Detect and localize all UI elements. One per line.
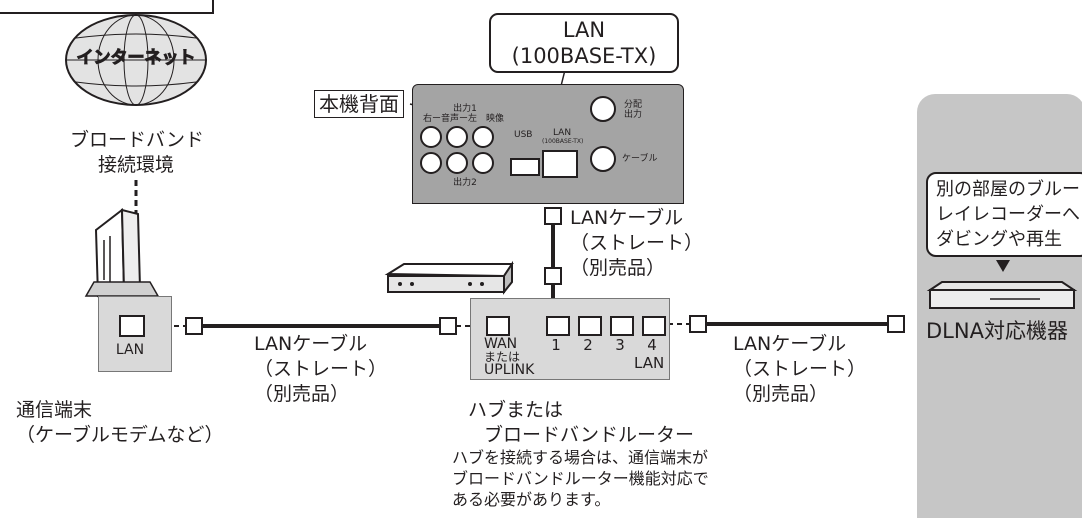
rca-jack-icon [472,152,494,174]
router-lan-label: LAN [634,354,665,372]
modem-caption: 通信端末 （ケーブルモデムなど） [16,399,224,446]
dlna-speech-bubble: 別の部屋のブルー レイレコーダーへ ダビングや再生 [926,172,1082,257]
router-device-icon [384,260,514,295]
router-port-box [470,298,670,380]
connector-icon [439,317,457,335]
router-note: ハブを接続する場合は、通信端末が ブロードバンドルーター機能対応で ある必要があ… [452,448,709,509]
cable-label-top: LANケーブル （ストレート） （別売品） [570,207,704,279]
internet-globe-icon [65,14,207,106]
router-lan-port-icon [578,316,602,336]
rca-jack-icon [420,126,442,148]
router-wan-port-icon [486,316,510,336]
lan-port-small-label: LAN (100BASE-TX) [542,128,584,145]
router-port-number-4: 4 [647,336,657,354]
cable-label-left: LANケーブル （ストレート） （別売品） [254,333,388,405]
output1-label: 出力1 [453,104,477,114]
router-lan-port-icon [642,316,666,336]
cable-in-label: ケーブル [622,154,658,164]
rear-panel-label: 本機背面 [314,90,404,118]
modem-lan-label: LAN [115,342,145,358]
router-caption: ハブまたは ブロードバンドルーター [468,399,694,446]
connector-icon [544,267,562,285]
rca-jack-icon [446,126,468,148]
rca-jack-icon [446,152,468,174]
antenna-jack-top-icon [590,96,616,122]
router-wan-label: WAN または UPLINK [484,336,535,378]
router-lan-port-icon [610,316,634,336]
antenna-jack-bottom-icon [590,146,616,172]
connector-icon [887,315,905,333]
rca-jack-icon [472,126,494,148]
internet-label: インターネット [76,48,196,69]
usb-port-icon [510,158,540,176]
av-jack-row-2 [420,152,504,174]
output2-label: 出力2 [453,178,477,188]
connector-icon [689,315,707,333]
rca-jack-icon [420,152,442,174]
router-port-number-2: 2 [583,336,593,354]
audio-video-label: 右ー音声ー左 映像 [423,114,505,124]
av-jack-row-1 [420,126,504,148]
section-header-box [0,0,214,14]
modem-device-icon [84,208,160,298]
dlna-device-label: DLNA対応機器 [926,319,1068,343]
usb-label: USB [514,130,533,140]
distribution-out-label: 分配 出力 [624,100,643,120]
connector-icon [185,317,203,335]
connector-icon [544,207,562,225]
router-port-number-1: 1 [551,336,561,354]
speech-bubble-tail [996,260,1010,272]
player-lan-port-icon [542,150,578,178]
lan-port-callout: LAN (100BASE-TX) [489,13,679,73]
cable-label-right: LANケーブル （ストレート） （別売品） [733,333,867,405]
router-port-number-3: 3 [615,336,625,354]
modem-lan-port-icon [119,315,145,337]
broadband-caption: ブロードバンド 接続環境 [70,129,204,176]
dlna-recorder-icon [926,281,1078,309]
router-lan-port-icon [546,316,570,336]
